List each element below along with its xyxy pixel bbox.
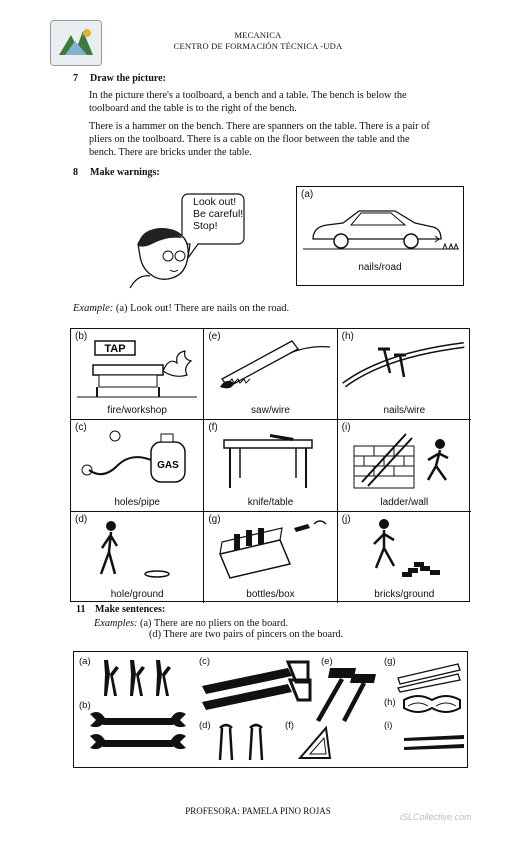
section8-number: 8	[73, 167, 78, 178]
pliers-icon	[104, 660, 171, 696]
car-road-icon	[303, 210, 459, 250]
gas-pipe-icon: GAS	[81, 430, 186, 484]
example-letter: (a)	[301, 189, 314, 200]
tools-letter-c: (c)	[199, 656, 211, 667]
tools-letter-h: (h)	[384, 697, 396, 708]
speech-line-3: Stop!	[193, 220, 218, 232]
section7-paragraph1: In the picture there's a toolboard, a be…	[89, 90, 407, 114]
warning-cell-caption: bricks/ground	[374, 588, 435, 600]
section8-title: Make warnings:	[90, 167, 160, 178]
pincers-icon	[218, 723, 264, 761]
warning-cell: (h) nails/wire	[337, 329, 471, 421]
saws-icon	[202, 660, 312, 710]
examples-label: Examples:	[94, 618, 138, 629]
warning-cell-caption: bottles/box	[246, 588, 295, 600]
speech-line-1: Look out!	[193, 196, 237, 208]
warning-cell: (f) knife/table	[204, 420, 338, 512]
warning-cell-letter: (h)	[341, 331, 354, 342]
example-d-sentence: (d) There are two pairs of pincers on th…	[149, 629, 344, 640]
example-sentence: (a) Look out! There are nails on the roa…	[115, 303, 290, 314]
header-title: MECANICA	[234, 30, 282, 40]
speech-bubble-text: Look out! Be careful! Stop!	[193, 196, 243, 232]
bricks-ground-icon	[372, 518, 440, 577]
nails-wire-icon	[341, 342, 465, 388]
warning-cell-caption: saw/wire	[251, 405, 290, 417]
example-a-sentence: (a) There are no pliers on the board.	[140, 618, 288, 629]
tools-letter-a: (a)	[79, 656, 91, 667]
hammers-icon	[316, 668, 376, 722]
warning-cell-caption: hole/ground	[110, 588, 164, 600]
speech-line-2: Be careful!	[193, 208, 244, 220]
warning-cell: (g) bottles/box	[204, 511, 338, 603]
example-picture-box: (a) nails/road	[296, 186, 464, 286]
tools-letter-d: (d)	[199, 720, 211, 731]
tools-letter-i: (i)	[384, 720, 393, 731]
warning-cell-letter: (f)	[208, 422, 218, 434]
spanners-icon	[90, 712, 186, 750]
warning-cell: (j) bricks/ground	[338, 512, 471, 603]
section11-example-a-line: Examples: (a) There are no pliers on the…	[94, 618, 288, 629]
warning-cell-letter: (j)	[341, 513, 351, 525]
tools-letter-g: (g)	[384, 656, 396, 667]
warning-cell-letter: (c)	[75, 422, 87, 434]
rules-icon	[397, 663, 461, 693]
watermark: iSLCollective.com	[400, 812, 472, 822]
warning-cell: (d) hole/ground	[71, 511, 205, 603]
set-square-icon	[297, 725, 332, 759]
bottles-box-icon	[219, 519, 327, 579]
hole-ground-icon	[99, 520, 170, 578]
saw-wire-icon	[220, 340, 331, 389]
warning-cell-letter: (e)	[208, 331, 221, 342]
warning-cell: (i) ladder/wall	[337, 420, 471, 512]
tools-letter-e: (e)	[321, 656, 333, 667]
section11-number: 11	[76, 604, 86, 615]
warning-cell-caption: ladder/wall	[380, 496, 429, 508]
footer-teacher: PROFESORA: PAMELA PINO ROJAS	[185, 806, 331, 816]
warning-cell: (c) GAS holes/pipe	[71, 420, 205, 512]
warning-cell: (b) TAP fire/workshop	[71, 329, 205, 421]
warning-cell: (e) saw/wire	[204, 329, 338, 421]
section7-number: 7	[73, 73, 78, 84]
goggles-icon	[403, 695, 461, 713]
section11-title: Make sentences:	[95, 604, 166, 615]
warning-cell-letter: (g)	[208, 513, 221, 525]
tools-picture-box: (a) (b) (c) (d) (e) (f) (g) (h) (i)	[73, 651, 468, 768]
section7-paragraph2: There is a hammer on the bench. There ar…	[89, 121, 430, 158]
worried-man-icon	[129, 193, 245, 289]
tools-letter-f: (f)	[285, 720, 294, 731]
svg-text:TAP: TAP	[104, 343, 125, 355]
warning-cell-letter: (b)	[75, 331, 88, 342]
warning-cell-letter: (i)	[341, 422, 351, 434]
chisels-icon	[404, 735, 464, 750]
tools-letter-b: (b)	[79, 700, 91, 711]
institution-logo	[50, 20, 102, 66]
example-line: Example: (a) Look out! There are nails o…	[73, 303, 289, 314]
ladder-wall-icon	[353, 433, 449, 489]
warnings-picture-grid: (b) TAP fire/workshop (e) saw/wire (h) nails/w…	[70, 328, 471, 603]
warning-cell-caption: nails/wire	[383, 405, 426, 417]
warning-cell-caption: holes/pipe	[114, 496, 160, 508]
section7-title: Draw the picture:	[90, 73, 166, 84]
example-caption: nails/road	[358, 262, 402, 273]
warning-cell-caption: fire/workshop	[107, 405, 167, 417]
example-label: Example:	[73, 303, 114, 314]
warning-cell-letter: (d)	[75, 513, 88, 525]
header-subtitle: CENTRO DE FORMACIÓN TÉCNICA -UDA	[173, 41, 343, 51]
knife-table-icon	[223, 434, 314, 489]
warning-cell-caption: knife/table	[247, 496, 294, 508]
fire-workshop-icon: TAP	[77, 340, 197, 398]
svg-text:GAS: GAS	[157, 460, 179, 471]
